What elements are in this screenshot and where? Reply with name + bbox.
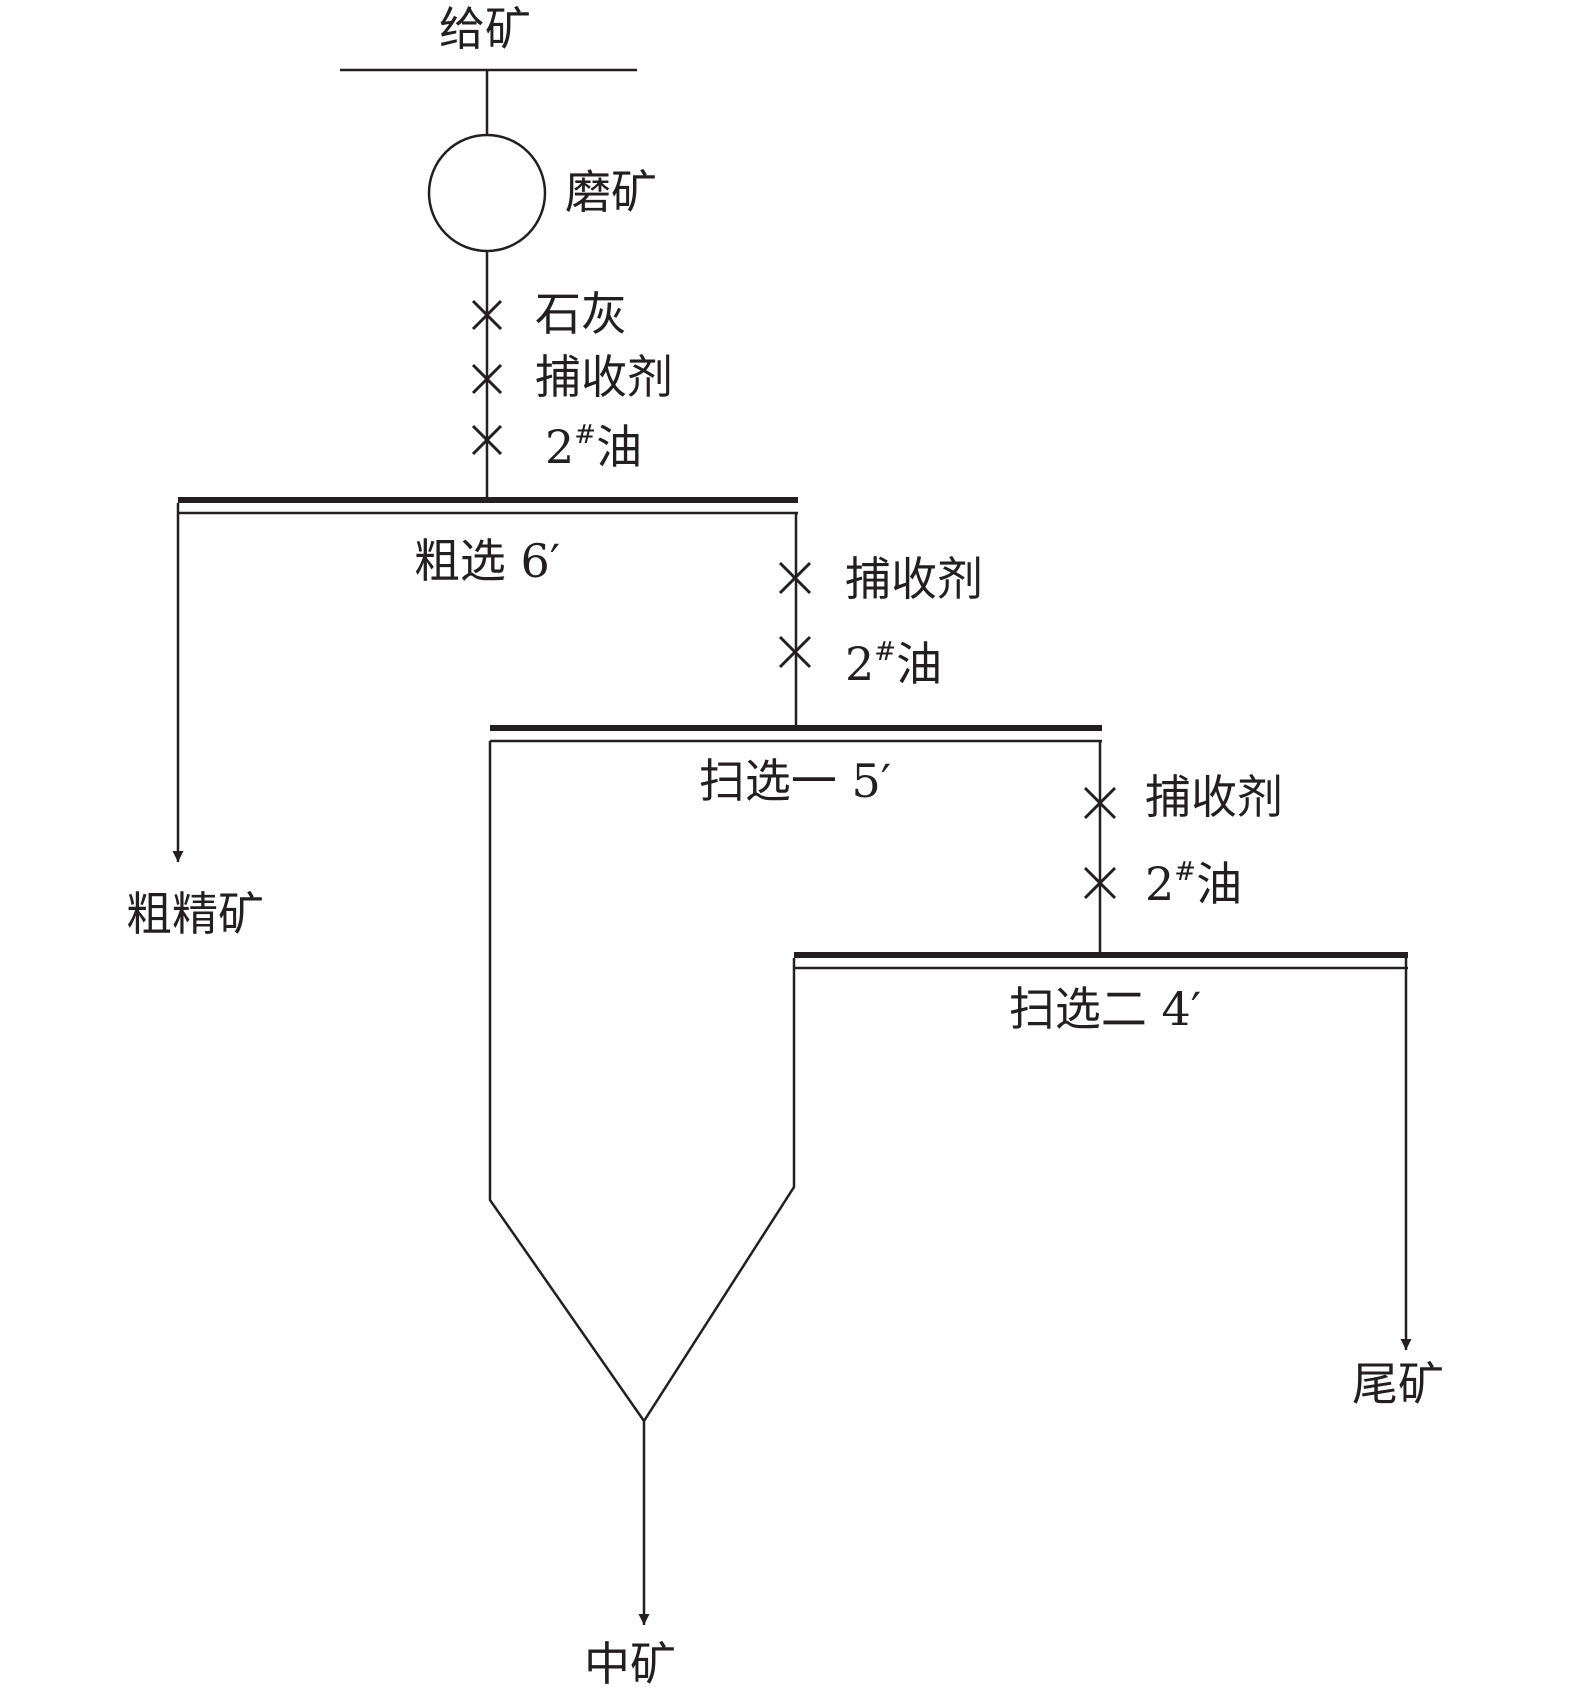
reagent-collector-label: 捕收剂 — [535, 350, 673, 404]
scav2-collector-label: 捕收剂 — [1145, 770, 1283, 824]
rougher-cell-bar — [178, 497, 798, 503]
middlings-funnel — [488, 741, 796, 1424]
reagent-cross-oil — [471, 424, 503, 456]
tailings-label: 尾矿 — [1352, 1357, 1444, 1411]
scavenger2-cell-bar — [794, 952, 1408, 958]
scavenger2-label: 扫选二 4′ — [1009, 982, 1201, 1036]
reagent-cross-collector-scav2 — [1083, 786, 1117, 820]
reagent-cross-collector-scav1 — [778, 561, 812, 595]
scavenger1-cell-bar — [490, 725, 1102, 731]
reagent-lime-label: 石灰 — [535, 287, 627, 341]
reagent-cross-oil-scav2 — [1083, 866, 1117, 900]
scavenger1-label: 扫选一 5′ — [699, 754, 891, 808]
reagent-cross-collector — [471, 363, 503, 395]
scav1-oil-label: 2#油 — [845, 637, 942, 691]
scav1-collector-label: 捕收剂 — [845, 552, 983, 606]
middlings-label: 中矿 — [584, 1637, 676, 1691]
feed-label: 给矿 — [439, 2, 531, 56]
grinding-mill-circle — [427, 133, 547, 253]
reagent-cross-lime — [471, 299, 503, 331]
grinding-label: 磨矿 — [565, 165, 657, 219]
scav2-oil-label: 2#油 — [1145, 857, 1242, 911]
reagent-oil-label: 2#油 — [545, 420, 642, 474]
rough-concentrate-label: 粗精矿 — [126, 887, 264, 941]
reagent-cross-oil-scav1 — [778, 635, 812, 669]
rougher-label: 粗选 6′ — [414, 534, 560, 588]
